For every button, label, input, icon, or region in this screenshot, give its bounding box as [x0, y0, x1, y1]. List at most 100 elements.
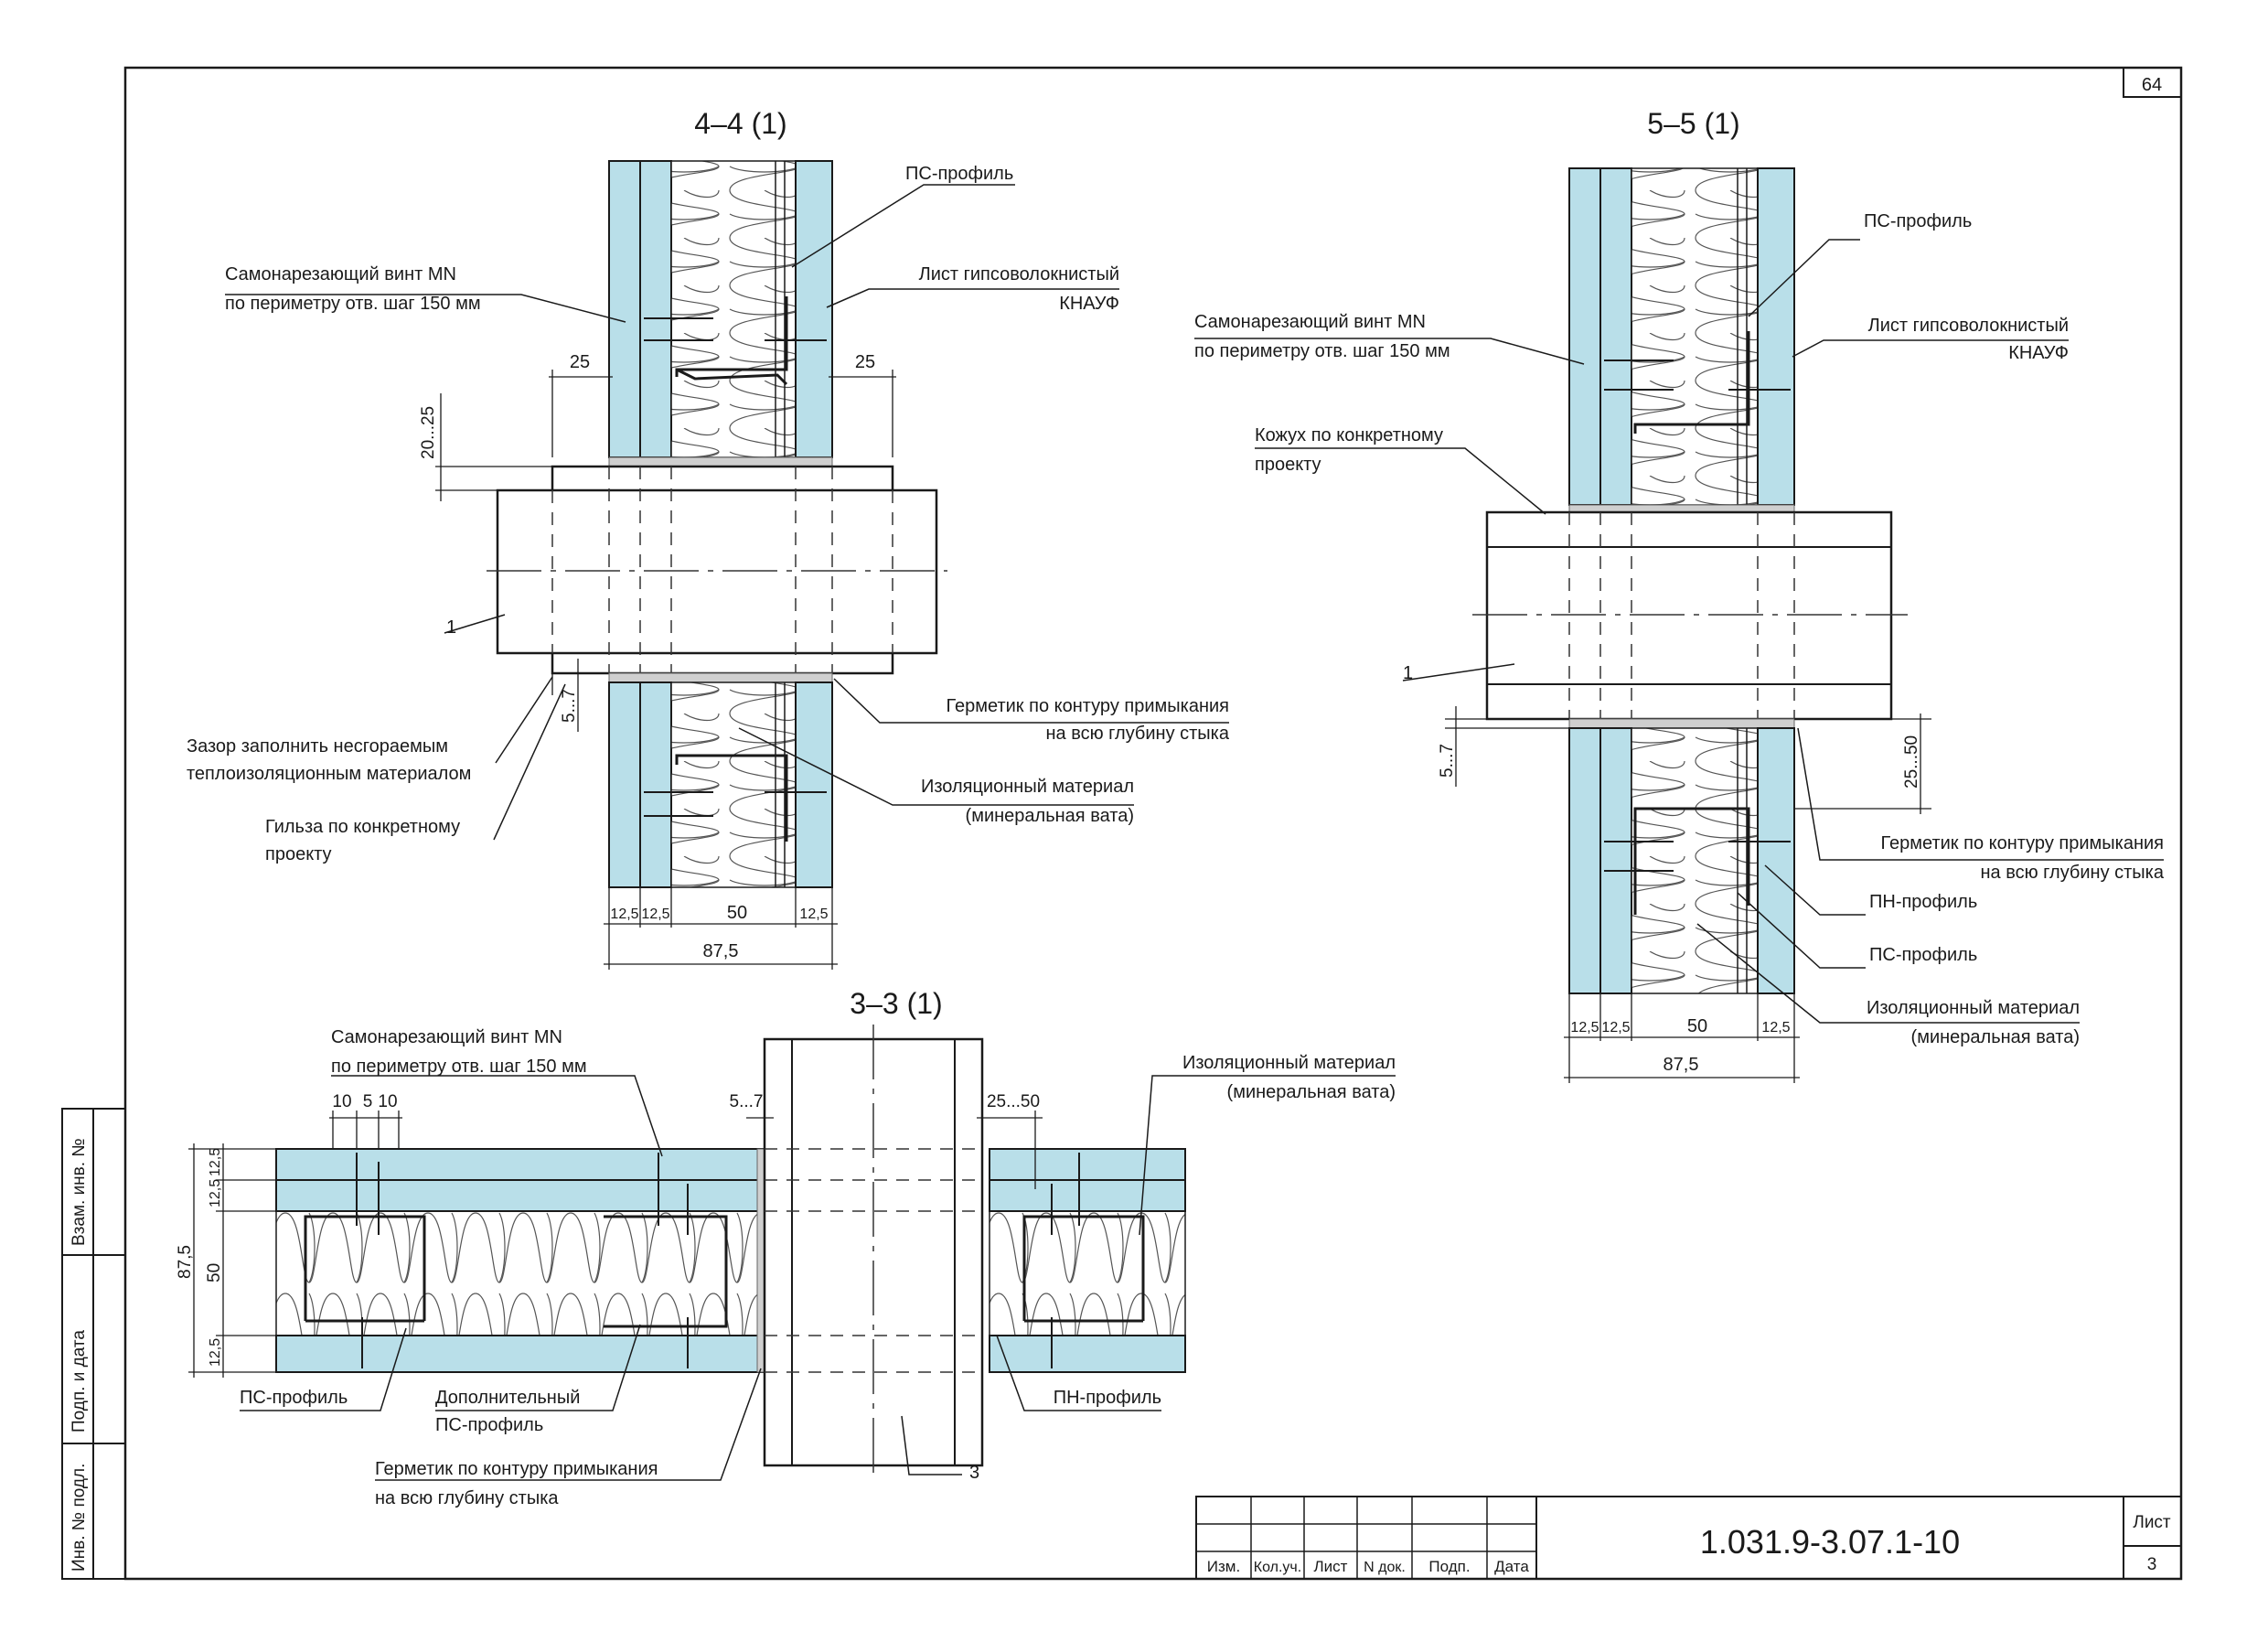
dim-total: 87,5 [703, 941, 739, 961]
wall-lower-5-5 [1568, 718, 1795, 994]
label-item-1-5-5: 1 [1403, 663, 1413, 683]
dim-gap-5-7-b: 5...7 [1438, 744, 1457, 778]
label-insul-1-5-5: Изоляционный материал [1867, 998, 2080, 1018]
label-sealant-2: на всю глубину стыка [1045, 724, 1229, 744]
label-sleeve-1: Гильза по конкретному [265, 817, 460, 837]
label-insul-2-5-5: (минеральная вата) [1911, 1027, 2080, 1047]
dimensions-4-4: 25 25 20...25 5...7 12,5 12,5 50 12,5 87… [419, 352, 896, 970]
section-3-3-title: 3–3 (1) [850, 987, 942, 1020]
dim-b3-5-5: 12,5 [1761, 1020, 1790, 1035]
dim-b2-5-5: 12,5 [1601, 1020, 1630, 1035]
label-pn-profile: ПН-профиль [1869, 892, 1977, 912]
dim-core-5-5: 50 [1687, 1016, 1707, 1036]
tb-col-date: Дата [1494, 1558, 1529, 1575]
label-sealant-2-5-5: на всю глубину стыка [1980, 863, 2164, 883]
section-3-3: 3–3 (1) [176, 987, 1396, 1508]
label-item-1: 1 [446, 617, 456, 638]
dim-total-5-5: 87,5 [1664, 1055, 1699, 1075]
label-screw-1-5-5: Самонарезающий винт MN [1194, 312, 1426, 332]
tb-col-doc: N док. [1364, 1560, 1406, 1575]
tb-col-rev: Изм. [1207, 1558, 1240, 1575]
wall-upper [608, 160, 833, 467]
casing-5-5 [1485, 510, 1893, 721]
dim-b3: 12,5 [799, 907, 828, 922]
dim-v50: 50 [205, 1263, 224, 1282]
label-insul-1-3-3: Изоляционный материал [1182, 1053, 1396, 1073]
label-sheet-2: КНАУФ [1059, 294, 1119, 314]
side-stamp: Взам. инв. № Подп. и дата Инв. № подл. [61, 1108, 126, 1580]
stamp-replacement: Взам. инв. № [70, 1138, 89, 1246]
callouts-5-5: ПС-профиль Лист гипсоволокнистый КНАУФ С… [1194, 211, 2165, 1047]
tb-col-count: Кол.уч. [1254, 1560, 1301, 1575]
section-4-4-title: 4–4 (1) [694, 107, 786, 140]
label-ps-profile-top: ПС-профиль [1864, 211, 1972, 231]
label-sealant-2-3-3: на всю глубину стыка [375, 1488, 559, 1508]
label-insul-2-3-3: (минеральная вата) [1227, 1082, 1396, 1102]
dim-core: 50 [727, 903, 747, 923]
tb-col-sheet: Лист [1314, 1558, 1348, 1575]
label-screw-1: Самонарезающий винт MN [225, 264, 456, 284]
label-sealant-1-3-3: Герметик по контуру примыкания [375, 1459, 658, 1479]
stamp-sign-date: Подп. и дата [70, 1330, 89, 1432]
section-5-5: 5–5 (1) [1194, 107, 2165, 1083]
title-block: Изм. Кол.уч. Лист N док. Подп. Дата 1.03… [1195, 1496, 2182, 1580]
section-5-5-title: 5–5 (1) [1647, 107, 1739, 140]
label-pn-profile-3-3: ПН-профиль [1054, 1388, 1161, 1408]
sheet-number: 3 [2147, 1555, 2157, 1574]
sheet-frame: 64 [123, 66, 2183, 1581]
label-sealant-1-5-5: Герметик по контуру примыкания [1881, 833, 2164, 853]
callouts-4-4: ПС-профиль Самонарезающий винт MN по пер… [187, 164, 1230, 864]
label-ps-profile-3-3: ПС-профиль [240, 1388, 348, 1408]
document-code: 1.031.9-3.07.1-10 [1700, 1523, 1960, 1561]
dim-total-3-3: 87,5 [176, 1245, 195, 1279]
label-casing-2: проекту [1255, 455, 1321, 475]
dim-v12c: 12,5 [208, 1338, 223, 1367]
dim-left-25: 25 [570, 352, 590, 372]
label-insul-2: (минеральная вата) [966, 806, 1134, 826]
wall-upper-5-5 [1568, 167, 1795, 513]
dimensions-5-5: 5...7 25...50 12,5 12,5 50 12,5 87,5 [1438, 706, 1931, 1083]
label-sealant-1: Герметик по контуру примыкания [947, 696, 1229, 716]
label-screw-2-5-5: по периметру отв. шаг 150 мм [1194, 341, 1450, 361]
label-gap-1: Зазор заполнить несгораемым [187, 736, 448, 756]
section-4-4: 4–4 (1) [187, 107, 1230, 970]
page-number: 64 [2142, 75, 2162, 95]
dim-top-gap: 20...25 [419, 406, 438, 459]
dim-v12a: 12,5 [208, 1148, 223, 1176]
pipe-3-3 [763, 1037, 984, 1467]
dim-gap-25-50-c: 25...50 [987, 1092, 1040, 1111]
dim-gap-5-7-c: 5...7 [730, 1092, 764, 1111]
label-ps-profile: ПС-профиль [905, 164, 1013, 184]
label-extra-2: ПС-профиль [435, 1415, 543, 1435]
wall-left-3-3 [275, 1148, 765, 1373]
dim-10b: 10 [378, 1092, 397, 1111]
wall-lower [608, 672, 833, 888]
label-insul-1: Изоляционный материал [921, 777, 1134, 797]
stamp-inventory: Инв. № подл. [70, 1464, 89, 1572]
dim-10a: 10 [332, 1092, 351, 1111]
label-sheet-1-5-5: Лист гипсоволокнистый [1868, 316, 2069, 336]
label-sleeve-2: проекту [265, 844, 332, 864]
dim-right-25: 25 [855, 352, 875, 372]
tb-col-sign: Подп. [1428, 1558, 1470, 1575]
label-extra-1: Дополнительный [435, 1388, 580, 1408]
label-screw-2: по периметру отв. шаг 150 мм [225, 294, 481, 314]
dim-v12b: 12,5 [208, 1179, 223, 1207]
label-casing-1: Кожух по конкретному [1255, 425, 1443, 445]
dim-b2: 12,5 [641, 907, 669, 922]
pipe-4-4 [496, 488, 938, 655]
label-item-3: 3 [969, 1463, 979, 1483]
label-sheet-1: Лист гипсоволокнистый [919, 264, 1119, 284]
label-ps-profile-bottom: ПС-профиль [1869, 945, 1977, 965]
dim-b1-5-5: 12,5 [1570, 1020, 1599, 1035]
callouts-3-3: Самонарезающий винт MN по периметру отв.… [240, 1027, 1396, 1508]
label-screw-2-3-3: по периметру отв. шаг 150 мм [331, 1057, 587, 1077]
dim-gap-25-50: 25...50 [1902, 735, 1921, 789]
dim-gap-5-7: 5...7 [560, 689, 579, 723]
dim-5: 5 [363, 1092, 373, 1111]
label-screw-1-3-3: Самонарезающий винт MN [331, 1027, 562, 1047]
label-gap-2: теплоизоляционным материалом [187, 764, 471, 784]
sheet-label: Лист [2133, 1513, 2171, 1532]
label-sheet-2-5-5: КНАУФ [2008, 343, 2069, 363]
